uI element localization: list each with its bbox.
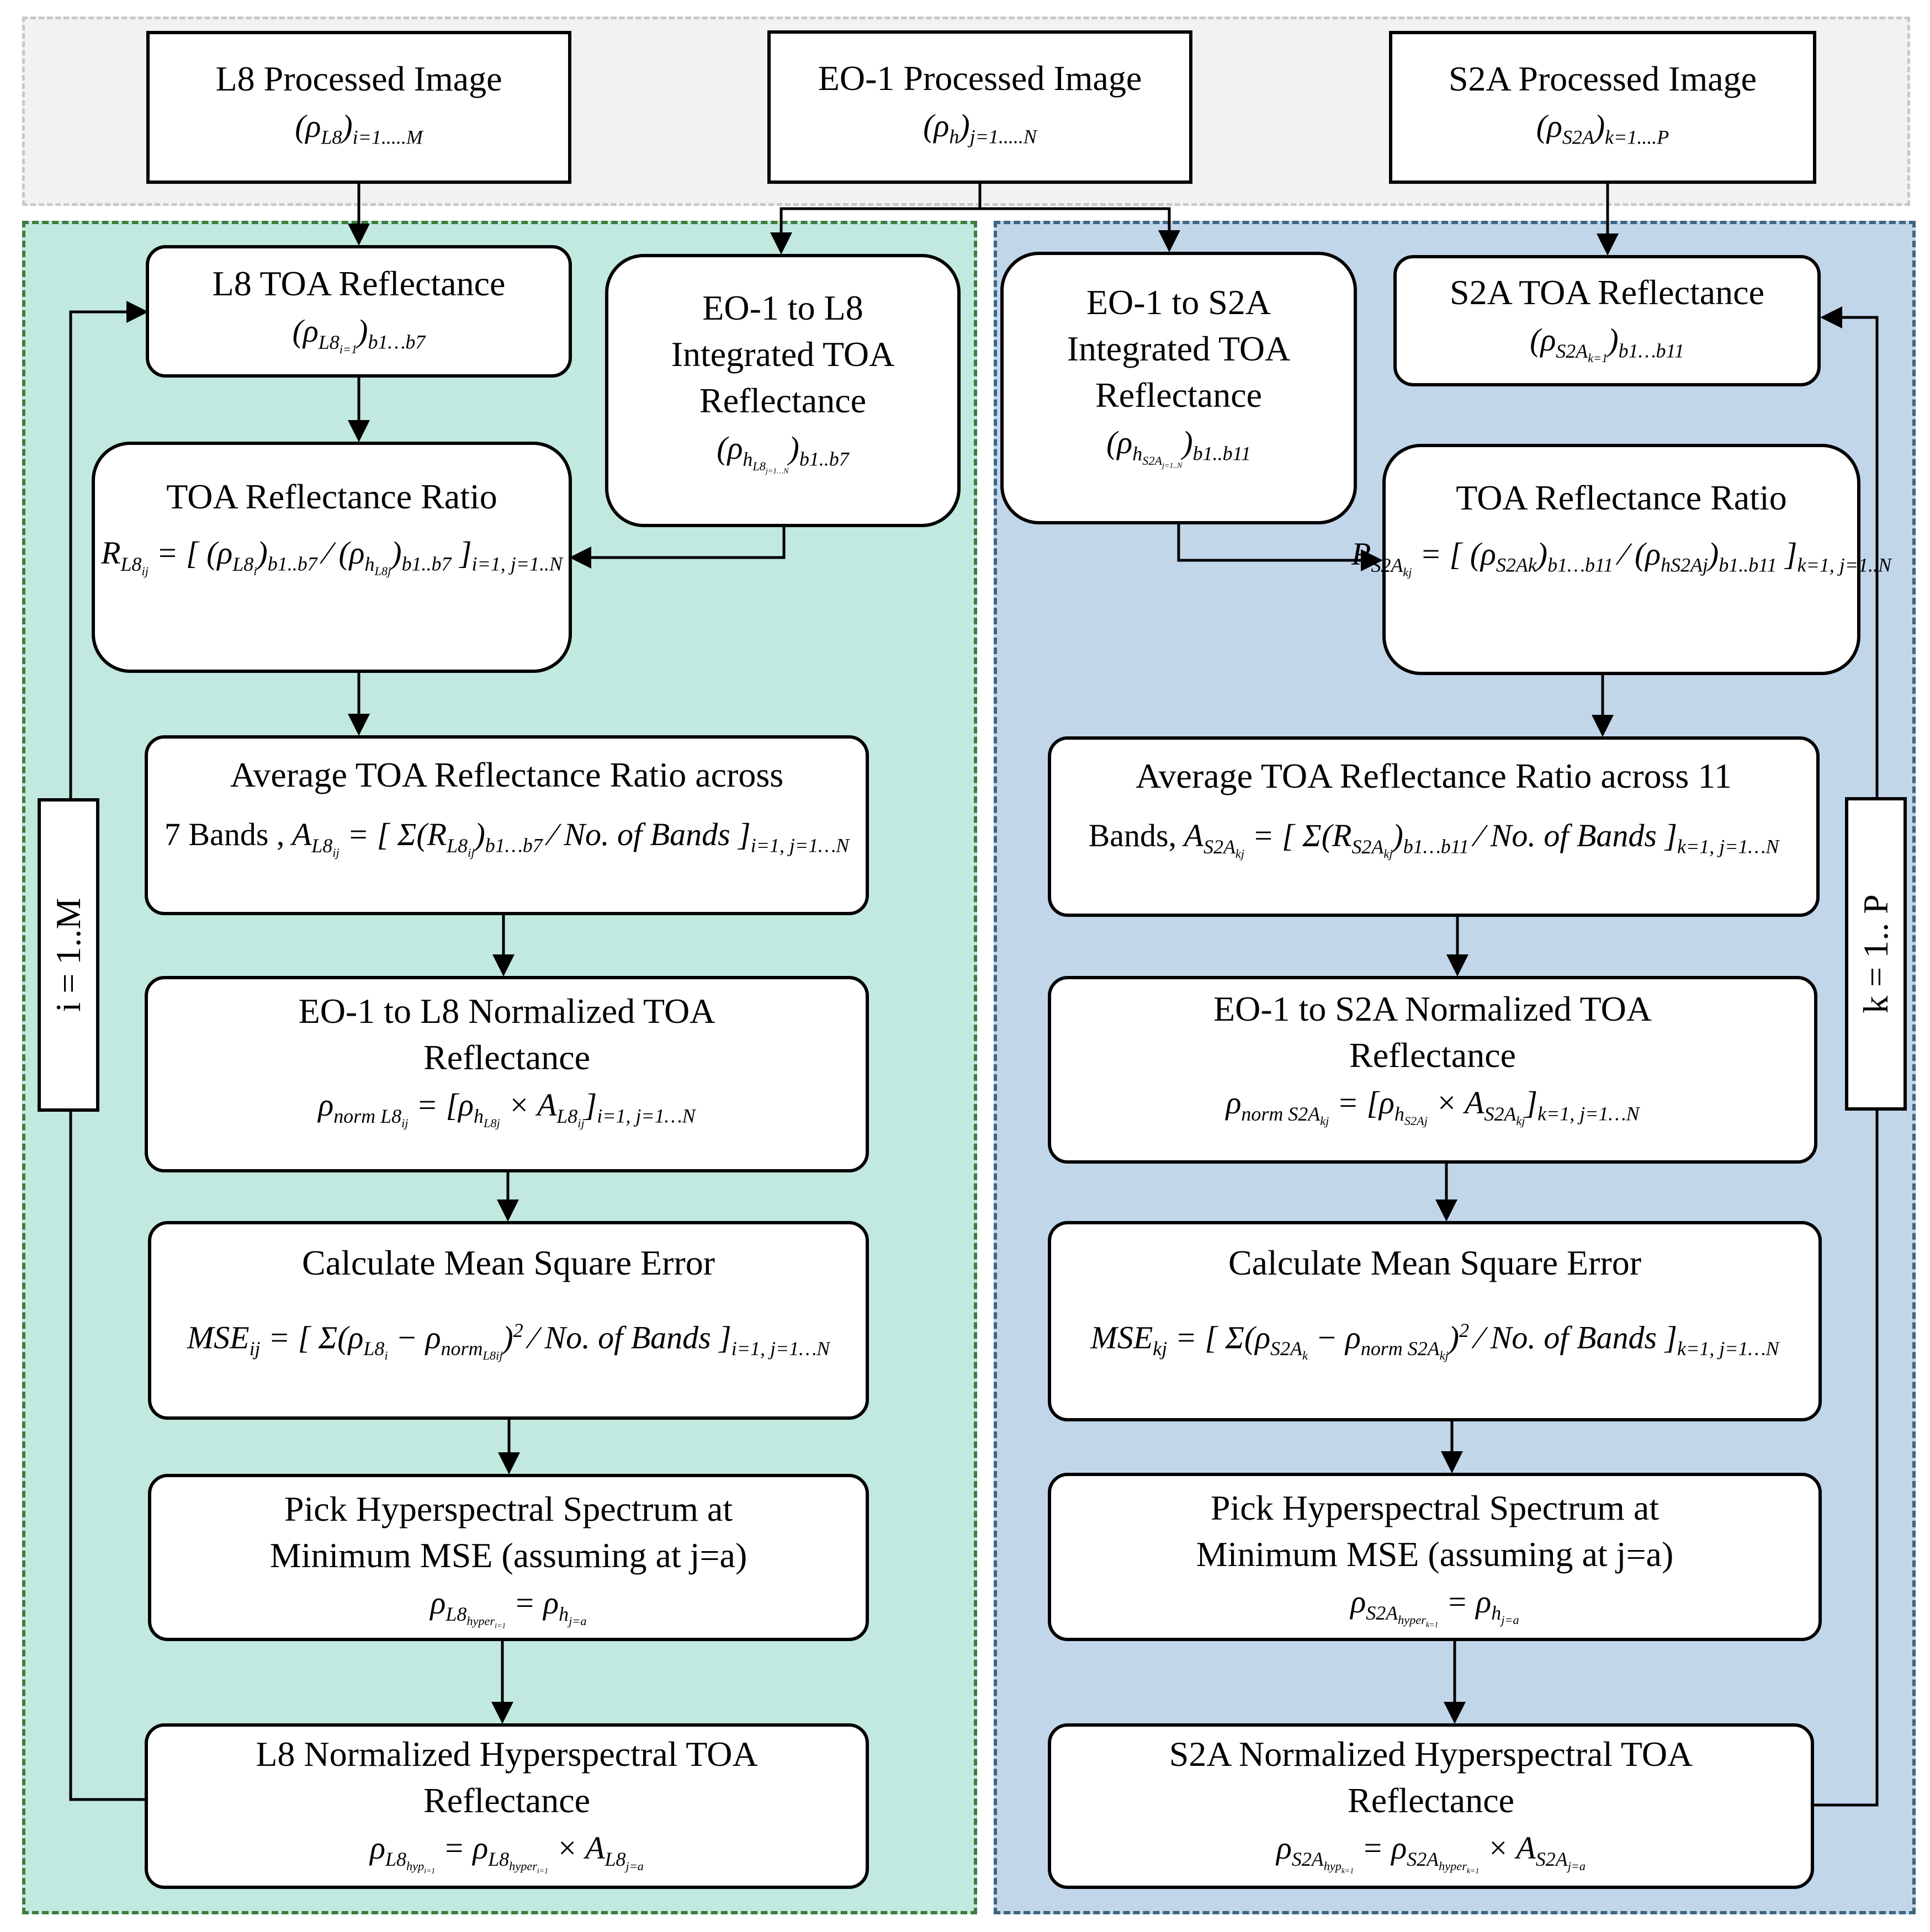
l8-integrated-formula: (ρhL8j=1…N)b1..b7	[717, 430, 849, 475]
s2a-average-line1: Average TOA Reflectance Ratio across 11	[1136, 756, 1732, 795]
s2a-normalized-formula: ρnorm S2Akj = [ρhS2Aj × AS2Akj]k=1, j=1……	[1226, 1085, 1640, 1128]
l8-average-ratio-box: Average TOA Reflectance Ratio across 7 B…	[145, 735, 869, 915]
s2a-loop-label-box: k = 1.. P	[1845, 797, 1907, 1111]
s2a-pick-line1: Pick Hyperspectral Spectrum at	[1210, 1488, 1659, 1527]
l8-average-line1: Average TOA Reflectance Ratio across	[230, 755, 784, 794]
eo1-processed-image-box: EO-1 Processed Image (ρh)j=1.....N	[767, 30, 1192, 184]
l8-normalized-formula: ρnorm L8ij = [ρhL8j × AL8ij]i=1, j=1…N	[318, 1087, 696, 1130]
arrow-eo1-to-s2a-integrated	[980, 207, 1180, 252]
s2a-integrated-line2: Integrated TOA	[1067, 329, 1291, 368]
s2a-integrated-line3: Reflectance	[1095, 375, 1262, 415]
s2a-integrated-toa-box: EO-1 to S2A Integrated TOA Reflectance (…	[1000, 252, 1357, 524]
s2a-final-formula: ρS2Ahypk=1 = ρS2Ahyperk=1 × AS2Aj=a	[1276, 1830, 1586, 1875]
l8-final-formula: ρL8hypi=1 = ρL8hyperi=1 × AL8j=a	[370, 1830, 644, 1875]
eo1-processed-title: EO-1 Processed Image	[818, 59, 1142, 98]
s2a-mse-title: Calculate Mean Square Error	[1228, 1243, 1642, 1282]
s2a-final-line1: S2A Normalized Hyperspectral TOA	[1169, 1734, 1693, 1774]
l8-loop-label-box: i = 1..M	[38, 798, 99, 1112]
l8-toa-reflectance-box: L8 TOA Reflectance (ρL8i=1)b1…b7	[146, 245, 572, 378]
s2a-toa-formula: (ρS2Ak=1)b1…b11	[1530, 322, 1684, 365]
s2a-final-normalized-box: S2A Normalized Hyperspectral TOA Reflect…	[1048, 1723, 1814, 1889]
s2a-processed-formula: (ρS2A)k=1....P	[1536, 108, 1669, 148]
l8-pick-line2: Minimum MSE (assuming at j=a)	[269, 1536, 747, 1575]
l8-integrated-line1: EO-1 to L8	[702, 288, 863, 327]
l8-final-normalized-box: L8 Normalized Hyperspectral TOA Reflecta…	[145, 1723, 869, 1889]
s2a-final-line2: Reflectance	[1348, 1781, 1514, 1820]
l8-ratio-formula: RL8ij = [ (ρL8i)b1..b7 ⁄ (ρhL8j)b1..b7 ]…	[101, 535, 563, 578]
s2a-ratio-title: TOA Reflectance Ratio	[1456, 478, 1787, 517]
s2a-processed-title: S2A Processed Image	[1448, 59, 1757, 98]
eo1-processed-formula: (ρh)j=1.....N	[923, 108, 1037, 148]
l8-average-formula: 7 Bands , AL8ij = [ Σ(RL8ij)b1…b7 ⁄ No. …	[164, 816, 850, 859]
l8-final-line1: L8 Normalized Hyperspectral TOA	[256, 1734, 758, 1774]
l8-pick-formula: ρL8hyperi=1 = ρhj=a	[430, 1585, 587, 1630]
s2a-integrated-line1: EO-1 to S2A	[1086, 283, 1271, 322]
l8-integrated-toa-box: EO-1 to L8 Integrated TOA Reflectance (ρ…	[605, 254, 961, 527]
l8-mse-title: Calculate Mean Square Error	[301, 1243, 715, 1282]
s2a-average-line2: Bands,	[1088, 818, 1177, 853]
s2a-normalized-line1: EO-1 to S2A Normalized TOA	[1213, 989, 1652, 1028]
s2a-average-ratio-box: Average TOA Reflectance Ratio across 11 …	[1048, 736, 1820, 917]
l8-pick-spectrum-box: Pick Hyperspectral Spectrum at Minimum M…	[148, 1474, 869, 1641]
l8-ratio-title: TOA Reflectance Ratio	[166, 477, 497, 516]
arrow-l8-integrated-to-ratio	[569, 527, 786, 569]
s2a-normalized-line2: Reflectance	[1349, 1036, 1516, 1075]
l8-processed-image-box: L8 Processed Image (ρL8)i=1.....M	[146, 31, 571, 184]
s2a-mse-formula: MSEkj = [ Σ(ρS2Ak − ρnorm S2Akj)2 ⁄ No. …	[1090, 1319, 1779, 1363]
arrow-s2a-integrated-to-ratio	[1177, 524, 1383, 571]
s2a-average-formula: Bands, AS2Akj = [ Σ(RS2Akj)b1…b11 ⁄ No. …	[1088, 818, 1779, 861]
s2a-toa-reflectance-box: S2A TOA Reflectance (ρS2Ak=1)b1…b11	[1393, 255, 1821, 386]
l8-toa-formula: (ρL8i=1)b1…b7	[292, 313, 426, 356]
s2a-ratio-formula: RS2Akj = [ (ρS2Ak)b1…b11 ⁄ (ρhS2Aj)b1..b…	[1351, 536, 1891, 579]
s2a-toa-title: S2A TOA Reflectance	[1450, 273, 1764, 312]
l8-processed-title: L8 Processed Image	[215, 59, 502, 98]
l8-normalized-toa-box: EO-1 to L8 Normalized TOA Reflectance ρn…	[145, 976, 869, 1172]
l8-average-line2: 7 Bands ,	[164, 816, 285, 852]
s2a-pick-formula: ρS2Ahyperk=1 = ρhj=a	[1350, 1584, 1519, 1629]
s2a-mse-box: Calculate Mean Square Error MSEkj = [ Σ(…	[1048, 1221, 1822, 1421]
arrow-eo1-to-l8-integrated	[770, 207, 980, 254]
l8-loop-label: i = 1..M	[49, 898, 88, 1012]
l8-pick-line1: Pick Hyperspectral Spectrum at	[284, 1489, 733, 1528]
s2a-pick-line2: Minimum MSE (assuming at j=a)	[1196, 1535, 1674, 1574]
s2a-loop-label: k = 1.. P	[1856, 894, 1895, 1013]
l8-normalized-line2: Reflectance	[423, 1038, 590, 1077]
s2a-normalized-toa-box: EO-1 to S2A Normalized TOA Reflectance ρ…	[1048, 976, 1817, 1164]
l8-final-line2: Reflectance	[423, 1781, 590, 1820]
l8-normalized-line1: EO-1 to L8 Normalized TOA	[298, 991, 715, 1031]
l8-processed-formula: (ρL8)i=1.....M	[295, 108, 423, 148]
l8-toa-title: L8 TOA Reflectance	[212, 264, 506, 303]
s2a-processed-image-box: S2A Processed Image (ρS2A)k=1....P	[1389, 31, 1816, 184]
l8-mse-box: Calculate Mean Square Error MSEij = [ Σ(…	[148, 1221, 869, 1420]
l8-toa-ratio-box: TOA Reflectance Ratio RL8ij = [ (ρL8i)b1…	[92, 442, 572, 673]
l8-integrated-line3: Reflectance	[699, 381, 866, 420]
s2a-toa-ratio-box: TOA Reflectance Ratio RS2Akj = [ (ρS2Ak)…	[1351, 444, 1891, 675]
s2a-pick-spectrum-box: Pick Hyperspectral Spectrum at Minimum M…	[1048, 1473, 1822, 1641]
l8-mse-formula: MSEij = [ Σ(ρL8i − ρnormL8ij)2 ⁄ No. of …	[187, 1319, 830, 1363]
l8-integrated-line2: Integrated TOA	[671, 335, 895, 374]
s2a-integrated-formula: (ρhS2Aj=1..N)b1..b11	[1106, 424, 1251, 470]
